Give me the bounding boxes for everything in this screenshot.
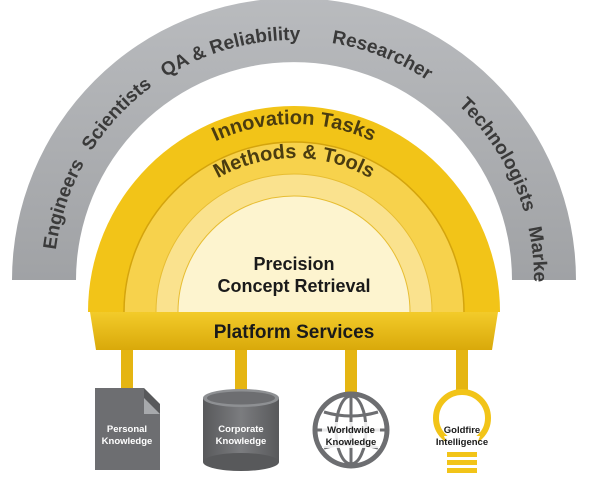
personal-knowledge-line2: Knowledge	[102, 436, 153, 447]
concept-retrieval-label: Concept Retrieval	[217, 276, 370, 296]
personal-knowledge-document-icon	[95, 388, 160, 470]
precision-retrieval-core	[178, 196, 410, 312]
connector-corporate	[235, 350, 247, 392]
connector-personal	[121, 350, 133, 388]
goldfire-intelligence-lightbulb-icon	[433, 389, 491, 473]
connector-worldwide	[345, 350, 357, 392]
roles-band	[12, 0, 576, 280]
corporate-knowledge-line1: Corporate	[218, 424, 263, 435]
worldwide-knowledge-line1: Worldwide	[327, 425, 375, 436]
corporate-knowledge-line2: Knowledge	[216, 436, 267, 447]
corporate-knowledge-database-icon	[203, 389, 279, 471]
worldwide-knowledge-line2: Knowledge	[326, 437, 377, 448]
platform-services-bar	[90, 312, 498, 350]
personal-knowledge-line1: Personal	[107, 424, 147, 435]
connector-goldfire	[456, 350, 468, 392]
platform-services-label: Platform Services	[214, 322, 375, 343]
goldfire-intelligence-line1: Goldfire	[444, 425, 480, 436]
precision-label: Precision	[253, 254, 334, 274]
goldfire-intelligence-line2: Intelligence	[436, 437, 488, 448]
